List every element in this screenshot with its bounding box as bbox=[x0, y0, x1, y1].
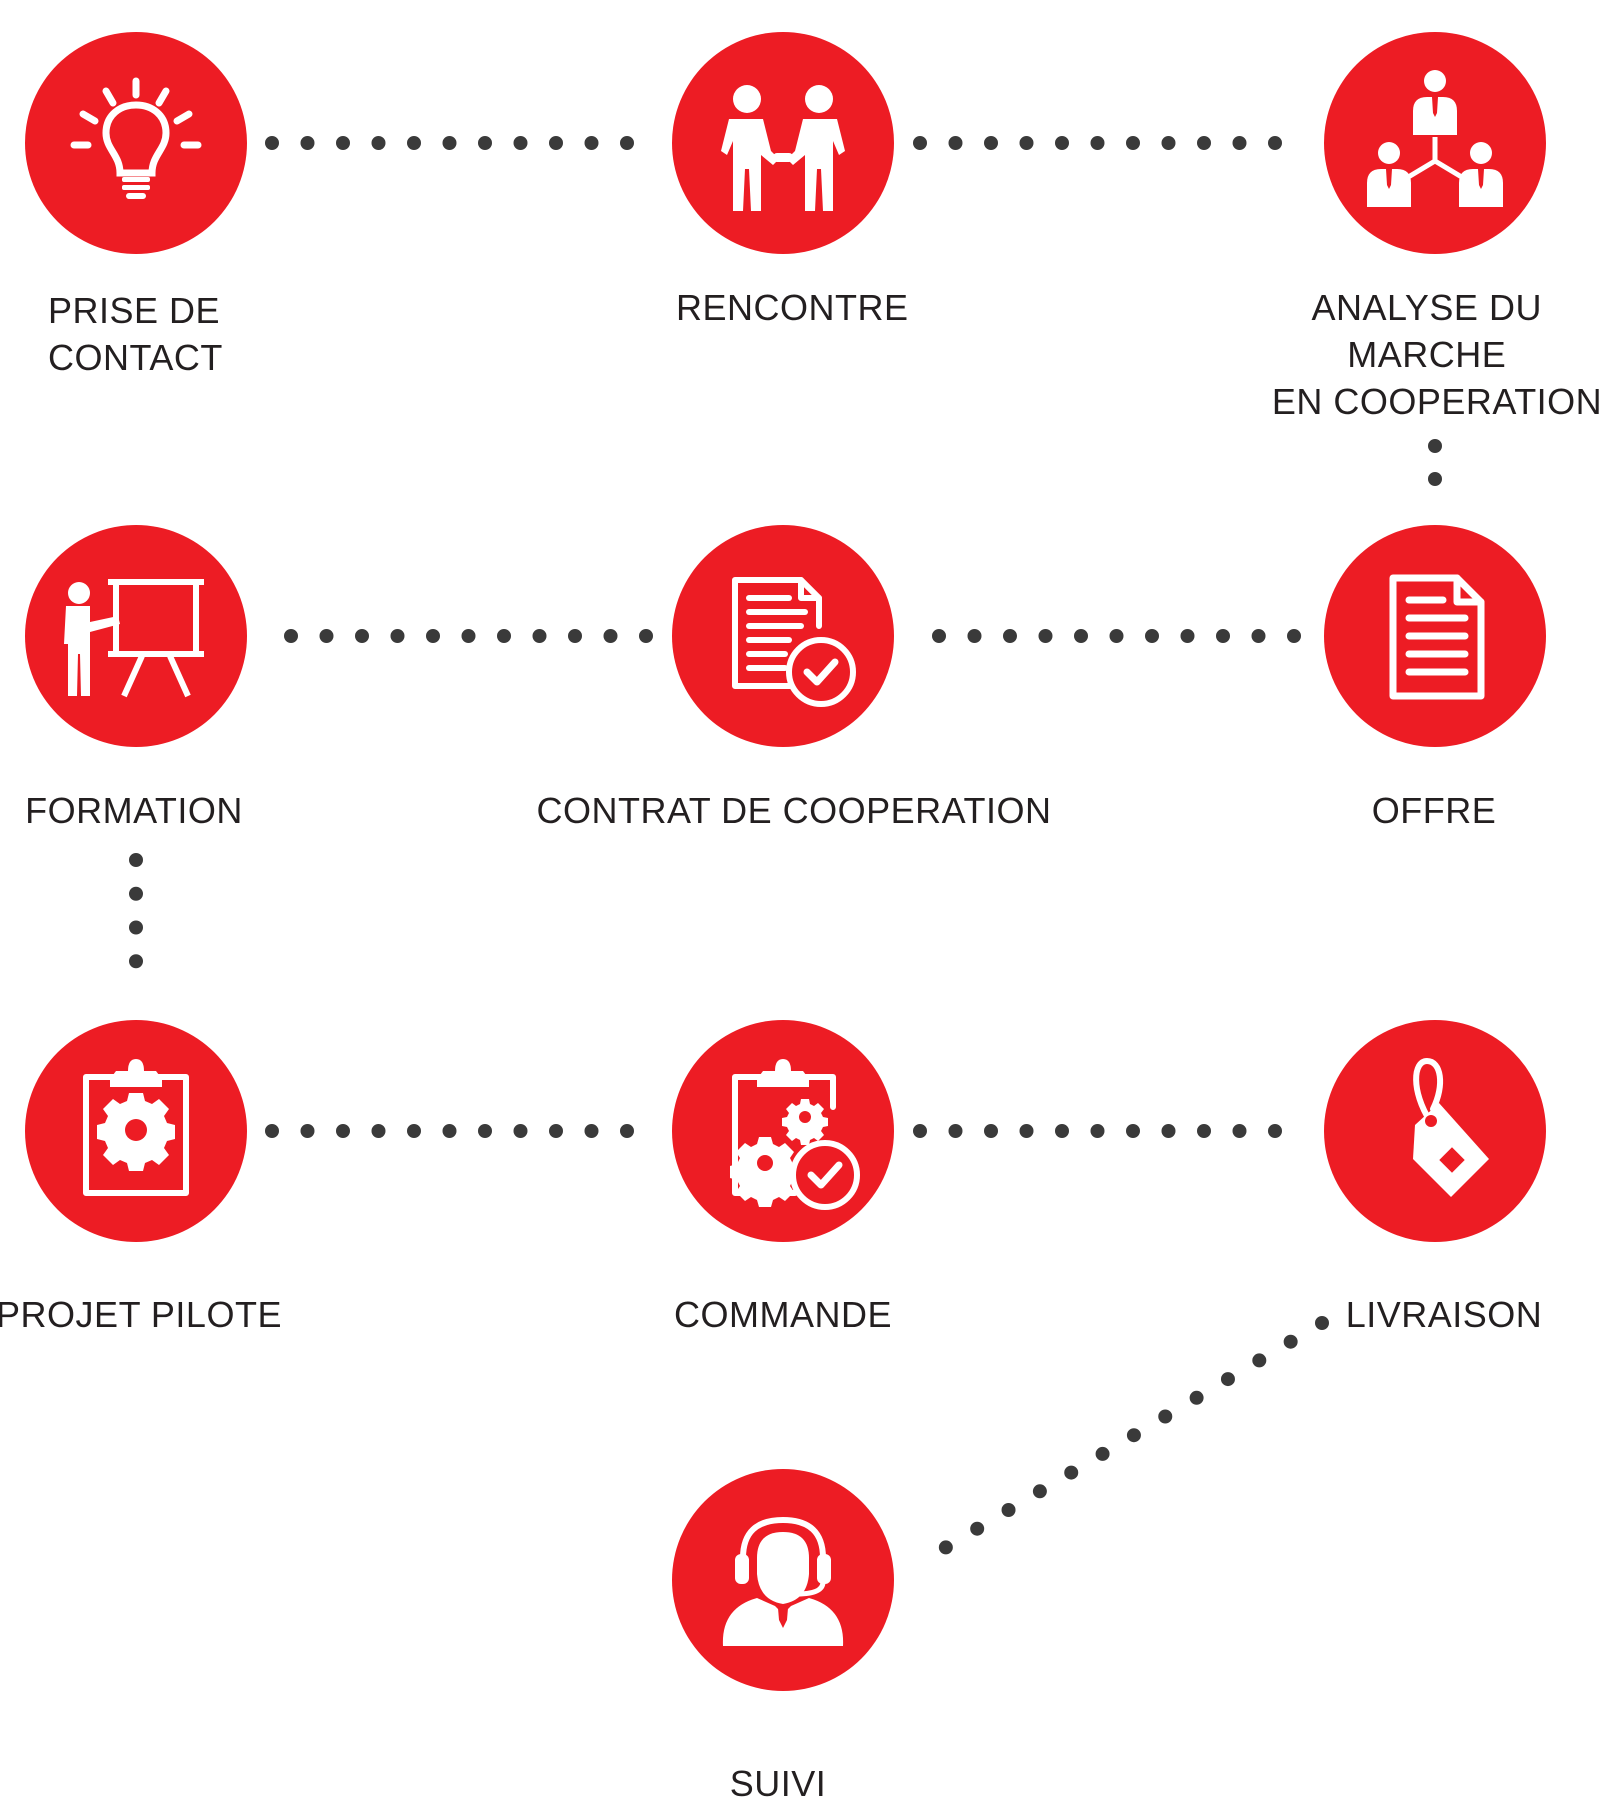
label-livraison: LIVRAISON bbox=[1346, 1294, 1543, 1335]
document-check-icon bbox=[732, 577, 856, 707]
step-labels: PRISE DE CONTACT RENCONTRE ANALYSE DU MA… bbox=[0, 287, 1600, 1803]
label-rencontre: RENCONTRE bbox=[676, 287, 909, 328]
node-rencontre bbox=[672, 32, 894, 254]
handshake-icon bbox=[721, 85, 845, 211]
dotted-connectors bbox=[129, 136, 1442, 1571]
document-icon bbox=[1389, 574, 1485, 700]
node-commande bbox=[672, 1020, 894, 1242]
headset-agent-icon bbox=[722, 1516, 844, 1646]
presentation-icon bbox=[64, 579, 204, 698]
label-commande: COMMANDE bbox=[674, 1294, 892, 1335]
label-contrat-de-cooperation: CONTRAT DE COOPERATION bbox=[536, 790, 1051, 831]
node-contrat-de-cooperation bbox=[672, 525, 894, 747]
connector-livraison-suivi bbox=[911, 1316, 1329, 1571]
label-analyse-du-marche: ANALYSE DU MARCHE EN COOPERATION bbox=[1272, 287, 1600, 422]
node-prise-de-contact bbox=[25, 32, 247, 254]
clipboard-gear-icon bbox=[83, 1059, 189, 1196]
clipboard-gears-check-icon bbox=[730, 1059, 860, 1210]
step-nodes bbox=[25, 32, 1546, 1691]
label-formation: FORMATION bbox=[25, 790, 243, 831]
label-offre: OFFRE bbox=[1372, 790, 1497, 831]
price-tag-icon bbox=[1413, 1057, 1489, 1197]
label-prise-de-contact: PRISE DE CONTACT bbox=[48, 290, 231, 378]
team-network-icon bbox=[1367, 70, 1503, 207]
lightbulb-icon bbox=[70, 77, 202, 199]
label-suivi: SUIVI bbox=[730, 1763, 827, 1803]
label-projet-pilote: PROJET PILOTE bbox=[0, 1294, 282, 1335]
node-formation bbox=[25, 525, 247, 747]
